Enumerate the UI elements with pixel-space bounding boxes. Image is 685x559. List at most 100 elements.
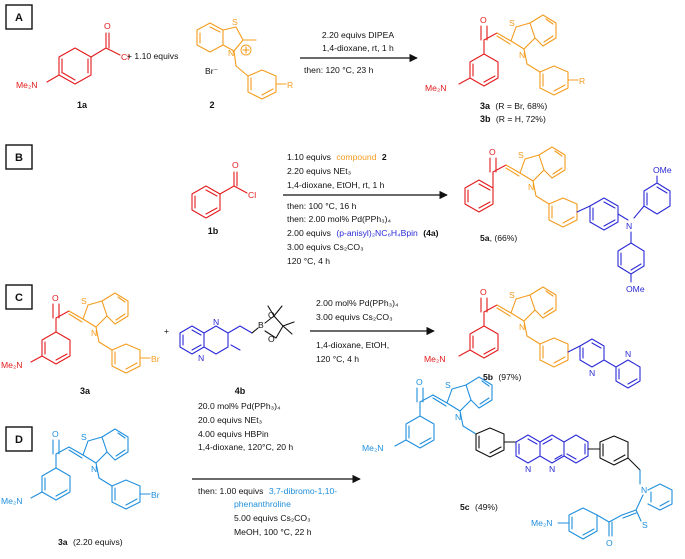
molecule-5b: O Me₂N S N N N [424, 286, 641, 389]
cond-d-7: 5.00 equivs Cs₂CO₃ [234, 513, 311, 523]
cond-c-1: 2.00 mol% Pd(PPh₃)₄ [316, 298, 399, 308]
atom-n-5c-bottom: N [641, 485, 647, 495]
atom-nme2-5c-top: Me₂N [362, 443, 383, 453]
panel-c: C O Me₂N S N Br 3a + [1, 284, 641, 396]
label-3a-c: 3a [80, 386, 91, 396]
panel-d: D O Me₂N S N Br 3a (2.20 equivs) 20.0 [1, 376, 673, 548]
molecule-3a-c: O Me₂N S N Br 3a [1, 292, 160, 396]
atom-cl-1a: Cl [121, 52, 129, 62]
prod-5b-text: 5b (97%) [483, 372, 521, 382]
cond-b-2: 2.20 equivs NEt₃ [287, 166, 352, 176]
atom-o1-4b: O [268, 310, 275, 320]
label-1a: 1a [77, 100, 88, 110]
molecule-4b: N N B O O 4b [179, 305, 295, 396]
panel-b-label-box [5, 144, 33, 170]
cond-c-4: 120 °C, 4 h [316, 354, 359, 364]
prod-3b-text: 3b (R = H, 72%) [480, 114, 546, 124]
atom-o-5c-top: O [416, 377, 423, 387]
cond-b-8: 120 °C, 4 h [287, 256, 330, 266]
atom-o-1b: O [232, 160, 239, 170]
atom-n-5c-top: N [455, 412, 461, 422]
prod-3a-text: 3a (R = Br, 68%) [480, 101, 547, 111]
cond-d-2: 20.0 equivs NEt₃ [198, 415, 263, 425]
label-2: 2 [209, 100, 214, 110]
atom-s-5c-bottom: S [642, 520, 648, 530]
atom-n-amine-5a: N [626, 221, 632, 231]
atom-s-2: S [232, 17, 238, 27]
atom-o-1a: O [104, 21, 111, 31]
molecule-1b: O Cl 1b [191, 160, 256, 236]
prod-5c-text: 5c (49%) [460, 502, 498, 512]
atom-n-2: N [228, 48, 234, 58]
molecule-5a: O S N N OMe OMe [464, 146, 672, 294]
label-1b: 1b [208, 226, 219, 236]
cond-b-3: 1,4-dioxane, EtOH, rt, 1 h [287, 180, 385, 190]
atom-s-3a-c: S [81, 296, 87, 306]
panel-c-label-box [5, 284, 33, 310]
atom-n1-5b: N [589, 368, 595, 378]
atom-o-3: O [480, 15, 487, 25]
atom-nme2-3a-d: Me₂N [1, 496, 22, 506]
cond-d-3: 4.00 equivs HBPin [198, 429, 269, 439]
atom-n1-4b: N [198, 353, 204, 363]
panel-a-label-box [5, 4, 33, 30]
cond-c-2: 3.00 equivs Cs₂CO₃ [316, 312, 393, 322]
cond-d-1: 20.0 mol% Pd(PPh₃)₄ [198, 401, 281, 411]
molecule-3a-d: O Me₂N S N Br [1, 428, 160, 510]
atom-b-4b: B [258, 320, 264, 330]
panel-d-label: D [15, 434, 23, 446]
panel-c-label: C [15, 292, 23, 304]
atom-o2-4b: O [268, 334, 275, 344]
atom-nme2-5b: Me₂N [424, 354, 445, 364]
atom-o-5a: O [489, 147, 496, 157]
atom-br-3a-d: Br [151, 490, 160, 500]
atom-s-3: S [509, 18, 515, 28]
atom-ome-bottom-5a: OMe [626, 284, 645, 294]
atom-r-3: R [579, 76, 585, 86]
atom-br-anion-2: Br⁻ [205, 66, 219, 76]
cond-d-8: MeOH, 100 °C, 22 h [234, 527, 312, 537]
atom-s-3a-d: S [81, 432, 87, 442]
molecule-2: S N Br⁻ R 2 [196, 17, 293, 110]
atom-o-5b: O [480, 287, 487, 297]
atom-ome-top-5a: OMe [653, 165, 672, 175]
cond-b-5: then: 2.00 mol% Pd(PPh₃)₄ [287, 214, 391, 224]
cond-b-6: 2.00 equivs (p-anisyl)₂NC₆H₄Bpin (4a) [287, 228, 439, 238]
atom-n2-5b: N [625, 349, 631, 359]
atom-n-5b: N [519, 322, 525, 332]
label-4b: 4b [235, 386, 246, 396]
cond-a-3: then: 120 °C, 23 h [304, 65, 374, 75]
atom-nme2-1a: Me₂N [16, 80, 37, 90]
prod-5a-text: 5a, (66%) [480, 233, 517, 243]
atom-o-3a-c: O [52, 293, 59, 303]
cond-d-4: 1,4-dioxane, 120°C, 20 h [198, 442, 293, 452]
panel-a: A O Cl Me₂N 1a + 1.10 equivs S N [5, 4, 585, 124]
atom-n2-5c: N [549, 464, 555, 474]
cond-c-3: 1,4-dioxane, EtOH, [316, 340, 389, 350]
plus-c: + [164, 326, 169, 336]
atom-o-3a-d: O [52, 429, 59, 439]
panel-d-label-box [5, 426, 33, 452]
sm-3a-d-text: 3a (2.20 equivs) [58, 537, 123, 547]
atom-n2-4b: N [213, 317, 219, 327]
atom-r-2: R [287, 80, 293, 90]
atom-nme2-5c-bottom: Me₂N [531, 518, 552, 528]
atom-n-3: N [519, 50, 525, 60]
panel-b: B O Cl 1b 1.10 equivs compound 2 2.20 eq… [5, 144, 672, 294]
cond-d-6: phenanthroline [234, 499, 291, 509]
atom-o-5c-bottom: O [606, 538, 613, 548]
molecule-3: O Me₂N S N R [425, 14, 585, 96]
atom-s-5b: S [509, 290, 515, 300]
panel-b-label: B [15, 152, 23, 164]
atom-s-5c-top: S [445, 380, 451, 390]
atom-n1-5c: N [525, 464, 531, 474]
atom-nme2-3: Me₂N [425, 83, 446, 93]
cond-b-1: 1.10 equivs compound 2 [287, 152, 387, 162]
atom-nme2-3a-c: Me₂N [1, 360, 22, 370]
cond-a-1: 2.20 equivs DIPEA [322, 30, 394, 40]
atom-s-5a: S [518, 150, 524, 160]
cond-b-4: then: 100 °C, 16 h [287, 201, 357, 211]
atom-n-5a: N [528, 182, 534, 192]
cond-b-7: 3.00 equivs Cs₂CO₃ [287, 242, 364, 252]
